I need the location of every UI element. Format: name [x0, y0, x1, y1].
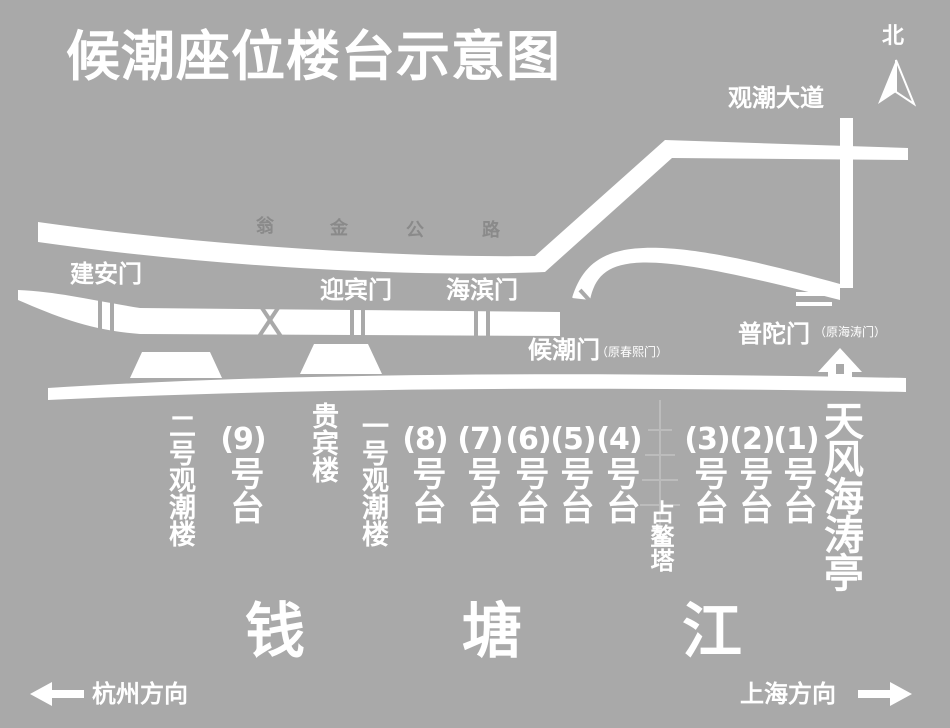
- tianfeng-haitao-pavilion-label: 天风海涛亭: [817, 400, 863, 590]
- platform-2: (2) 号台: [727, 424, 777, 524]
- page-title: 候潮座位楼台示意图: [66, 25, 561, 88]
- platform-1: (1) 号台: [771, 424, 821, 524]
- gate-marker-yingbin: [350, 306, 365, 338]
- platform-5: (5) 号台: [548, 424, 598, 524]
- north-label: 北: [882, 24, 905, 49]
- platform-9-number: (9): [220, 422, 266, 457]
- platform-2-label: 号台: [732, 455, 773, 524]
- platform-8-number: (8): [402, 422, 448, 457]
- wengjin-road-char-1: 翁: [256, 216, 274, 237]
- wengjin-road: [38, 140, 908, 274]
- gate-putuo-label: 普陀门: [738, 320, 810, 348]
- embankment-road: [18, 290, 560, 336]
- gate-houchao-note: （原春熙门）: [596, 345, 669, 359]
- platform-7: (7) 号台: [455, 424, 505, 524]
- guibin-building-label: 贵宾楼: [307, 402, 338, 483]
- platform-4-label: 号台: [599, 455, 640, 524]
- platform-7-number: (7): [457, 422, 503, 457]
- yihao-guanchao-building-label: 一号观潮楼: [357, 412, 388, 547]
- guibin-building-shape: [300, 344, 382, 374]
- wengjin-road-char-3: 公: [406, 220, 424, 241]
- cross-marker: [256, 300, 284, 340]
- platform-6: (6) 号台: [503, 424, 553, 524]
- wengjin-road-char-4: 路: [482, 220, 500, 241]
- gate-marker-haibin: [474, 306, 490, 340]
- gate-marker-houchao: [566, 288, 602, 320]
- platform-7-label: 号台: [460, 455, 501, 524]
- guanchao-avenue-road: [840, 118, 853, 288]
- gate-marker-putuo: [796, 292, 832, 306]
- platform-5-label: 号台: [553, 455, 594, 524]
- platform-6-number: (6): [505, 422, 551, 457]
- hangzhou-direction-label: 杭州方向: [92, 680, 188, 708]
- platform-8-label: 号台: [405, 455, 446, 524]
- north-arrow-icon: [878, 60, 896, 104]
- platform-3-number: (3): [684, 422, 730, 457]
- wengjin-road-char-2: 金: [330, 218, 348, 239]
- platform-5-number: (5): [550, 422, 596, 457]
- riverside-road: [48, 374, 906, 400]
- platform-9-char-1: 号台: [223, 455, 264, 524]
- gate-haibin-label: 海滨门: [446, 276, 518, 304]
- platform-4-number: (4): [596, 422, 642, 457]
- loop-road: [572, 247, 840, 300]
- erhao-building-shape: [130, 352, 222, 378]
- tower-icon: [640, 400, 680, 540]
- platform-2-number: (2): [729, 422, 775, 457]
- platform-6-label: 号台: [508, 455, 549, 524]
- guanchao-avenue-label: 观潮大道: [728, 84, 824, 112]
- platform-3-label: 号台: [687, 455, 728, 524]
- right-arrow-icon: [858, 682, 912, 706]
- platform-8: (8) 号台: [400, 424, 450, 524]
- platform-9: (9) 号台: [218, 424, 268, 524]
- river-char-qian: 钱: [245, 597, 305, 667]
- platform-1-number: (1): [773, 422, 819, 457]
- left-arrow-icon: [30, 682, 84, 706]
- gate-yingbin-label: 迎宾门: [320, 276, 392, 304]
- platform-1-label: 号台: [776, 455, 817, 524]
- platform-3: (3) 号台: [682, 424, 732, 524]
- platform-4: (4) 号台: [594, 424, 644, 524]
- erhao-guanchao-building-label: 二号观潮楼: [164, 412, 195, 547]
- gate-putuo-note: （原海涛门）: [814, 325, 887, 339]
- shanghai-direction-label: 上海方向: [740, 680, 836, 708]
- zhanao-tower-label: 占鳌塔: [646, 500, 674, 572]
- gate-marker-jianan: [98, 290, 114, 334]
- river-char-jiang: 江: [682, 597, 742, 667]
- gate-jianan-label: 建安门: [70, 260, 142, 288]
- river-char-tang: 塘: [462, 597, 522, 667]
- gate-houchao-label: 候潮门: [528, 336, 600, 364]
